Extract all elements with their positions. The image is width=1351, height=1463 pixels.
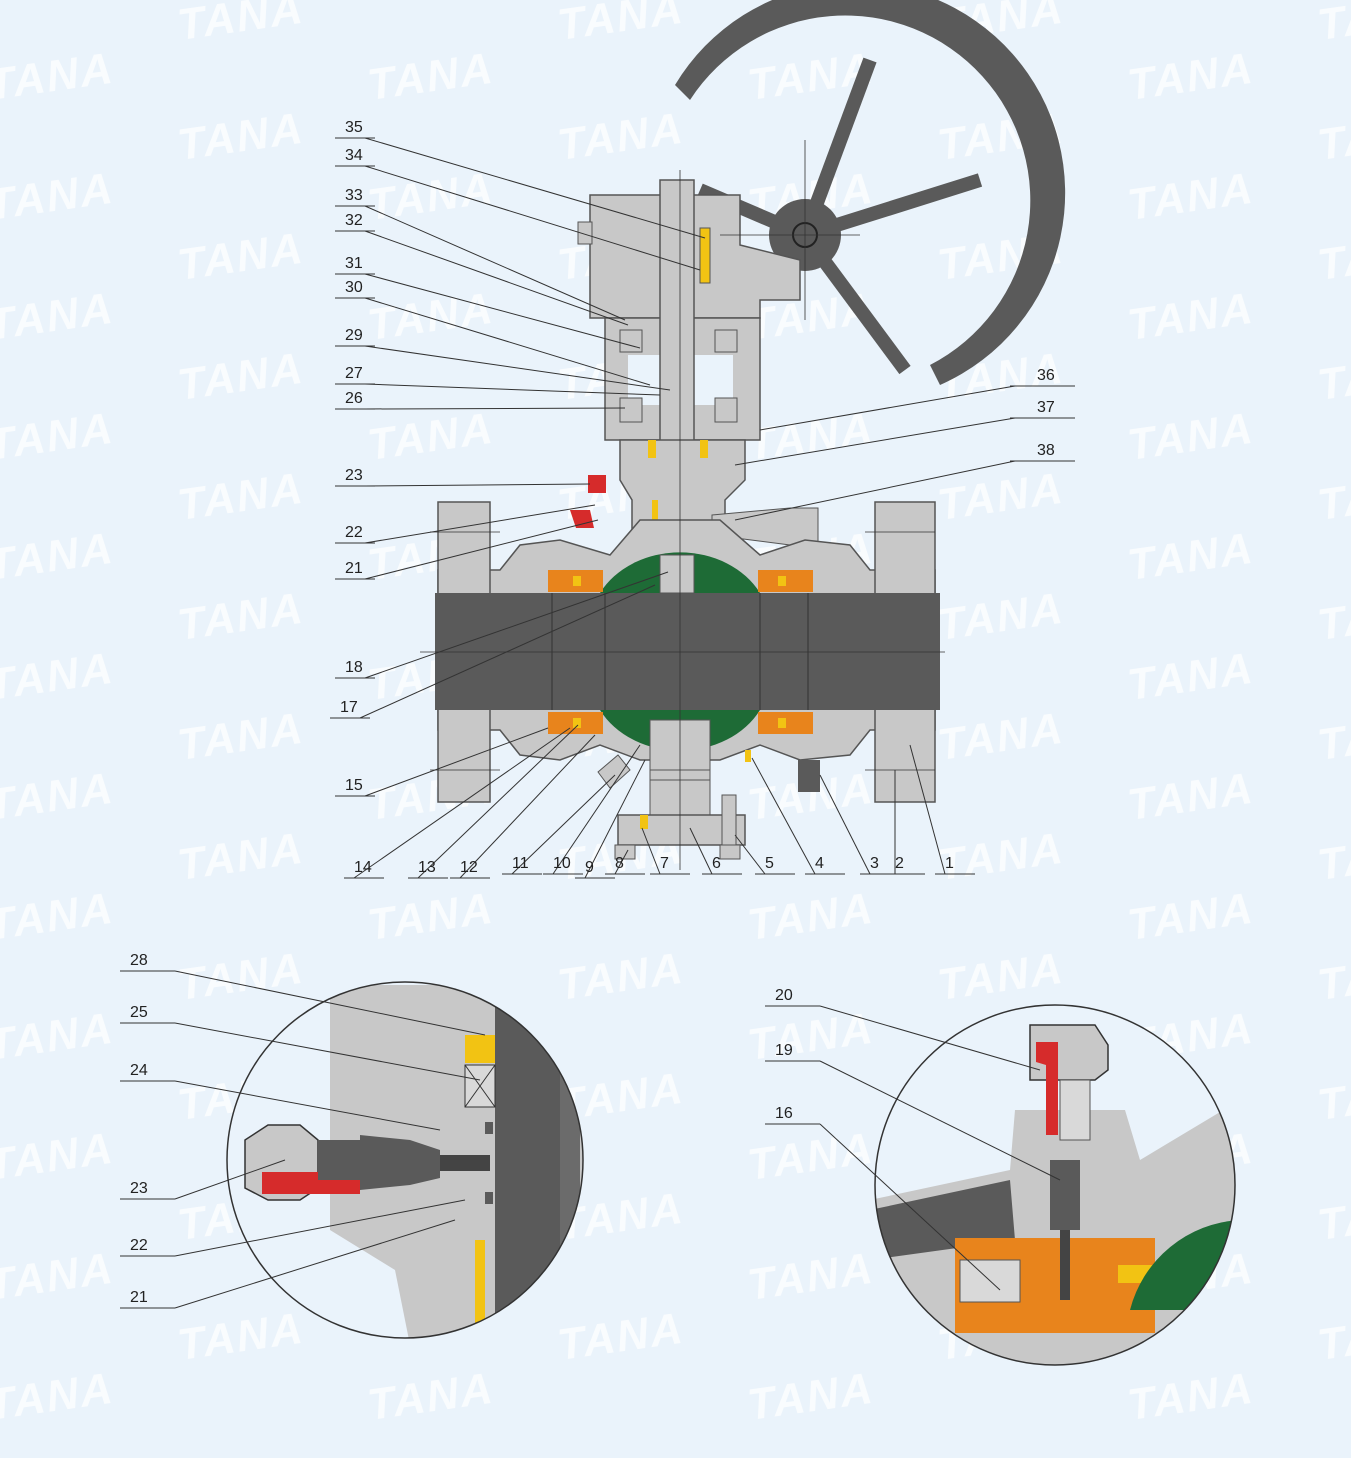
detail-label: 21 [130,1289,148,1306]
leader-line [819,1123,1001,1291]
bore [435,593,940,710]
part-label: 7 [660,855,669,872]
detail-label: 23 [130,1180,148,1197]
leader-line [353,727,571,879]
leader-line [174,1080,441,1131]
part-label: 33 [345,187,363,204]
leader-line [734,460,1016,521]
part-label: 35 [345,119,363,136]
leader-line [364,383,661,396]
leader-line [364,297,651,386]
part-label: 12 [460,859,478,876]
leader-line [174,970,486,1036]
leader-line [364,165,701,271]
part-label: 21 [345,560,363,577]
leader-line [511,774,616,875]
detail-label: 20 [775,987,793,1004]
part-label: 10 [553,855,571,872]
main-valve-section [420,0,1066,870]
part-label: 1 [945,855,954,872]
part-label: 38 [1037,442,1055,459]
leader-line [364,137,706,239]
leader-line [364,483,591,487]
detail-right-labels: 20 19 16 [765,987,1061,1291]
part-label: 34 [345,147,363,164]
leader-line [364,571,669,679]
part-label: 32 [345,212,363,229]
leader-line [364,345,671,391]
detail-left-labels: 28 25 24 23 22 21 [120,952,486,1309]
part-label: 9 [585,859,594,876]
leader-line [614,849,629,875]
part-label: 6 [712,855,721,872]
part-label: 3 [870,855,879,872]
detail-label: 28 [130,952,148,969]
detail-label: 25 [130,1004,148,1021]
part-label: 5 [765,855,774,872]
leader-line [819,1060,1061,1181]
detail-label: 16 [775,1105,793,1122]
detail-label: 24 [130,1062,148,1079]
leader-line [364,519,599,580]
part-label: 37 [1037,399,1055,416]
main-part-labels: 1234567891011121314151718212223262729303… [330,119,1075,879]
leader-line [734,417,1016,466]
part-label: 27 [345,365,363,382]
leader-line [751,757,816,875]
detail-label: 19 [775,1042,793,1059]
leader-line [459,734,596,879]
leader-line [174,1159,286,1200]
bottom-cover [617,814,746,846]
part-label: 36 [1037,367,1055,384]
detail-right-circle [874,1004,1236,1366]
part-label: 13 [418,859,436,876]
leader-line [819,774,871,875]
leader-line [759,385,1016,431]
leader-line [909,744,946,875]
part-label: 17 [340,699,358,716]
leader-line [552,744,641,875]
part-label: 11 [512,855,529,872]
leader-line [364,407,626,410]
leader-line [364,727,549,797]
part-label: 23 [345,467,363,484]
leader-line [174,1199,466,1257]
part-label: 30 [345,279,363,296]
part-label: 31 [345,255,363,272]
detail-label: 22 [130,1237,148,1254]
leader-line [641,827,661,875]
part-label: 22 [345,524,363,541]
part-label: 18 [345,659,363,676]
leader-line [417,724,579,879]
leader-line [174,1022,481,1081]
leader-line [364,504,596,544]
leader-line [584,759,646,879]
leader-line [734,834,766,875]
part-label: 15 [345,777,363,794]
part-label: 26 [345,390,363,407]
part-label: 2 [895,855,904,872]
part-label: 8 [615,855,624,872]
part-label: 14 [354,859,372,876]
part-label: 29 [345,327,363,344]
leader-line [364,205,626,321]
leader-line [364,230,629,326]
leader-line [819,1005,1041,1071]
leader-line [689,827,713,875]
leader-line [364,273,641,349]
part-label: 4 [815,855,824,872]
watermark-text: TANA [1315,0,1351,50]
leader-line [174,1219,456,1309]
leader-line [359,584,656,719]
